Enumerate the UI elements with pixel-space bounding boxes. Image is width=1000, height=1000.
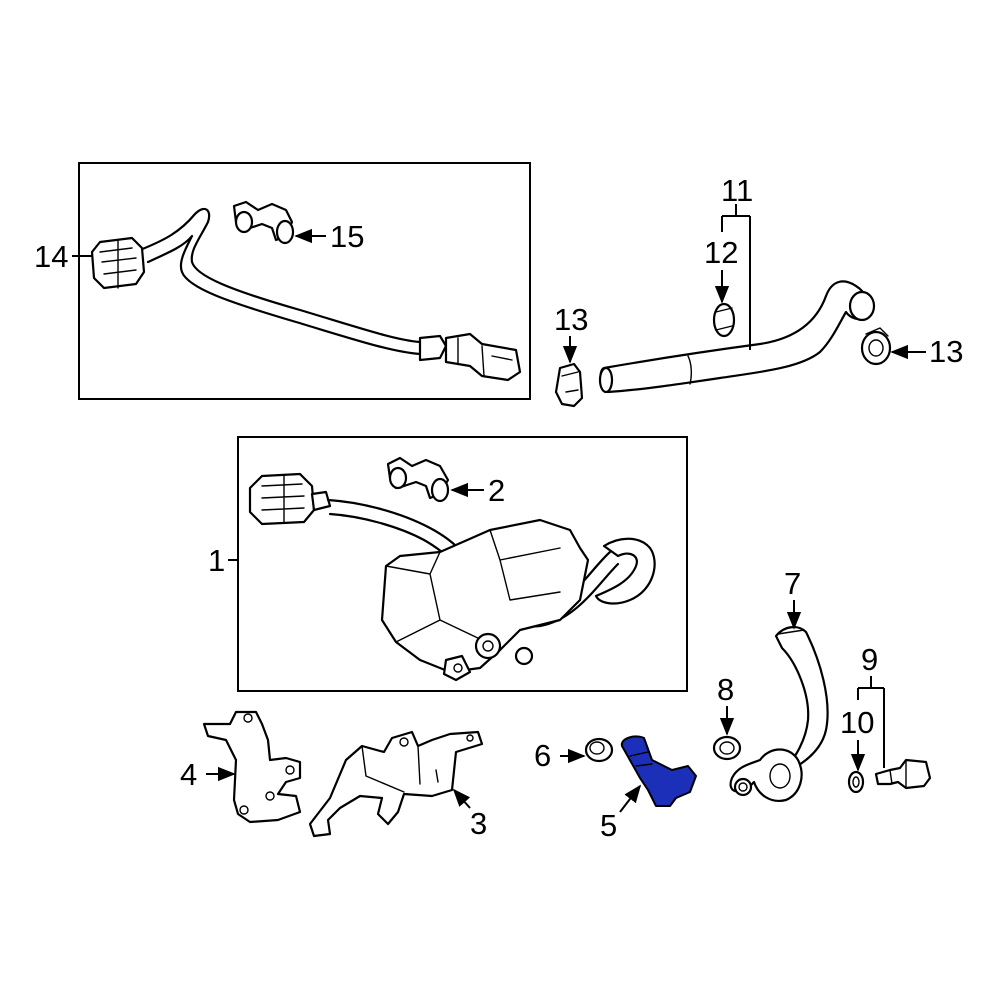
callout-numbers: 14 15 11 12 13 13 2 1 7 8 9 10 4 6 3 5 (34, 173, 963, 843)
callout-2[interactable]: 2 (488, 473, 505, 508)
washer-10[interactable] (847, 770, 865, 794)
leader-lines (72, 204, 926, 813)
callout-4[interactable]: 4 (180, 757, 197, 792)
clip-15[interactable] (232, 200, 295, 245)
callout-5[interactable]: 5 (600, 808, 617, 843)
o-ring-6[interactable] (584, 737, 614, 763)
harness-14[interactable] (90, 207, 522, 382)
module-1[interactable] (380, 518, 590, 682)
callout-13-left[interactable]: 13 (554, 302, 588, 337)
clamp-13-left[interactable] (554, 362, 584, 408)
bracket-3[interactable] (308, 730, 484, 838)
callout-9[interactable]: 9 (861, 642, 878, 677)
callout-13-right[interactable]: 13 (929, 334, 963, 369)
callout-8[interactable]: 8 (717, 672, 734, 707)
sensor-9[interactable] (874, 758, 932, 790)
harness-1[interactable] (248, 472, 656, 628)
callout-3[interactable]: 3 (470, 806, 487, 841)
callout-11[interactable]: 11 (721, 173, 753, 208)
clamp-12[interactable] (712, 302, 736, 338)
callout-6[interactable]: 6 (534, 738, 551, 773)
group-box-harness (78, 162, 531, 400)
callout-10[interactable]: 10 (840, 705, 874, 740)
callout-1[interactable]: 1 (208, 543, 225, 578)
bracket-4[interactable] (202, 710, 302, 824)
group-box-module (237, 436, 688, 692)
callout-14[interactable]: 14 (34, 239, 68, 274)
callout-7[interactable]: 7 (784, 566, 801, 601)
sensor-5-highlighted[interactable] (620, 735, 697, 807)
hose-7[interactable] (729, 626, 829, 802)
clamp-8[interactable] (712, 735, 742, 761)
clamp-13-right[interactable] (860, 327, 892, 366)
clip-2[interactable] (386, 456, 450, 503)
callout-15[interactable]: 15 (330, 219, 364, 254)
callout-12[interactable]: 12 (704, 235, 738, 270)
hose-11[interactable] (598, 280, 876, 394)
